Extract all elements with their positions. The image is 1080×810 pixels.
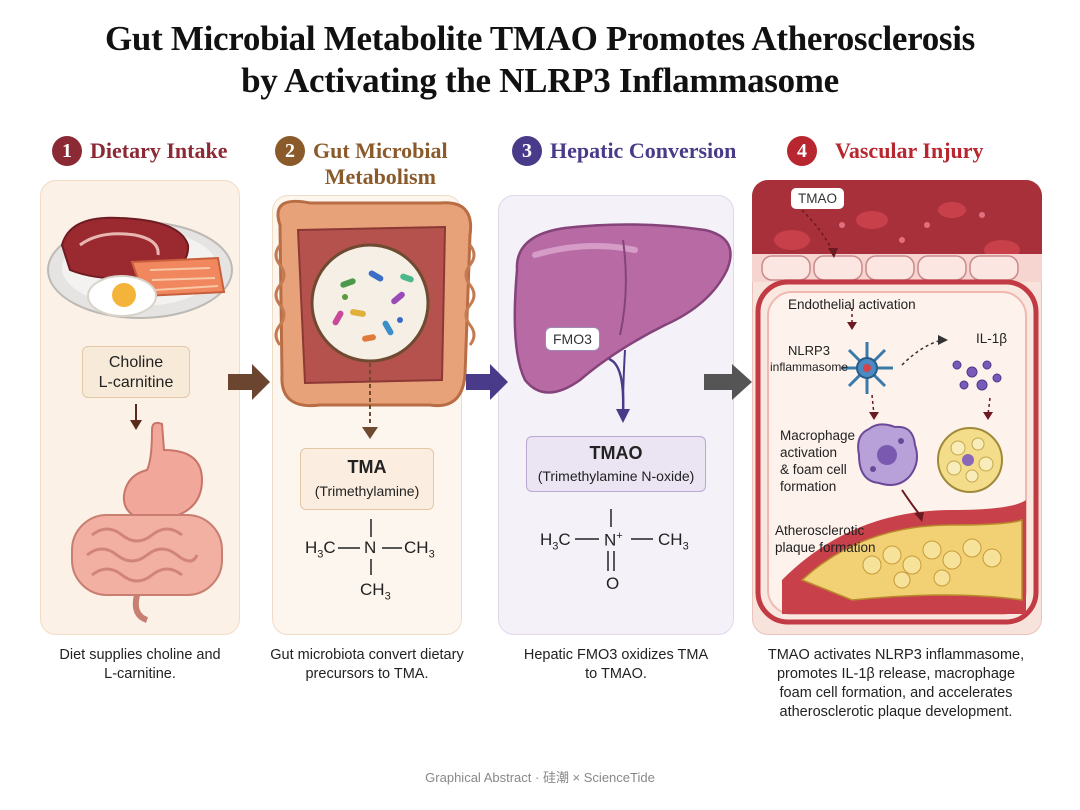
step-4-badge: 4 xyxy=(787,136,817,166)
step-4-title: Vascular Injury xyxy=(835,138,984,163)
title-line-2: by Activating the NLRP3 Inflammasome xyxy=(241,61,839,100)
step-1-badge: 1 xyxy=(52,136,82,166)
curved-arrow-down-icon xyxy=(608,357,630,423)
title-line-1: Gut Microbial Metabolite TMAO Promotes A… xyxy=(104,19,975,58)
arrow-down-icon xyxy=(362,427,378,439)
label-tmao: TMAO (Trimethylamine N-oxide) xyxy=(526,436,706,492)
blood-vessel-illustration xyxy=(752,180,1042,625)
food-plate-illustration xyxy=(47,216,233,319)
caption-step-3: Hepatic FMO3 oxidizes TMA to TMAO. xyxy=(523,647,709,682)
digestive-system-illustration xyxy=(71,421,223,623)
label-tma: TMA (Trimethylamine) xyxy=(300,448,434,510)
tma-right-group: CH3 xyxy=(404,538,435,561)
caption-step-2: Gut microbiota convert dietary precursor… xyxy=(270,647,464,682)
page-title: Gut Microbial Metabolite TMAO Promotes A… xyxy=(0,18,1080,102)
step-4-heading: 4 Vascular Injury xyxy=(787,136,984,166)
tmao-nitrogen: N+ xyxy=(604,530,623,550)
arrow-down-icon xyxy=(130,404,142,430)
step-1-title: Dietary Intake xyxy=(90,138,228,163)
endothelial-activation-label: Endothelial activation xyxy=(788,297,916,312)
tma-left-group: H3C xyxy=(305,538,336,561)
step-2-badge: 2 xyxy=(275,136,305,166)
tmao-left-group: H3C xyxy=(540,530,571,553)
step-3-heading: 3 Hepatic Conversion xyxy=(512,136,737,166)
arrow-right-icon xyxy=(704,364,752,400)
step-3-title: Hepatic Conversion xyxy=(550,138,737,163)
step-1-heading: 1 Dietary Intake xyxy=(52,136,228,166)
tma-nitrogen: N xyxy=(364,538,377,557)
arrow-right-icon xyxy=(228,364,270,400)
step-3-badge: 3 xyxy=(512,136,542,166)
tma-structure-bonds xyxy=(338,519,402,575)
macrophage-label: Macrophage activation & foam cell format… xyxy=(780,428,856,494)
enzyme-fmo3-tag: FMO3 xyxy=(545,327,600,351)
nlrp3-inflammasome-label: NLRP3 inflammasome xyxy=(770,343,849,374)
tmao-structure-bonds xyxy=(575,509,653,571)
plaque-formation-label: Atherosclerotic plaque formation xyxy=(775,523,876,555)
label-choline-lcarnitine: Choline L-carnitine xyxy=(82,346,190,398)
arrow-right-icon xyxy=(466,364,508,400)
intestine-microbiota-illustration xyxy=(274,199,476,425)
il1b-label: IL-1β xyxy=(976,331,1008,346)
caption-step-4: TMAO activates NLRP3 inflammasome, promo… xyxy=(767,647,1025,720)
step-2-title: Gut Microbial Metabolism xyxy=(313,138,448,189)
footer-credit: Graphical Abstract · 硅潮 × ScienceTide xyxy=(425,770,655,785)
tmao-tag: TMAO xyxy=(790,187,845,210)
tmao-oxygen: O xyxy=(606,574,620,593)
tmao-right-group: CH3 xyxy=(658,530,689,553)
step-2-heading: 2 Gut Microbial Metabolism xyxy=(275,136,448,190)
caption-step-1: Diet supplies choline and L-carnitine. xyxy=(59,647,221,682)
tma-bottom-group: CH3 xyxy=(360,580,391,603)
